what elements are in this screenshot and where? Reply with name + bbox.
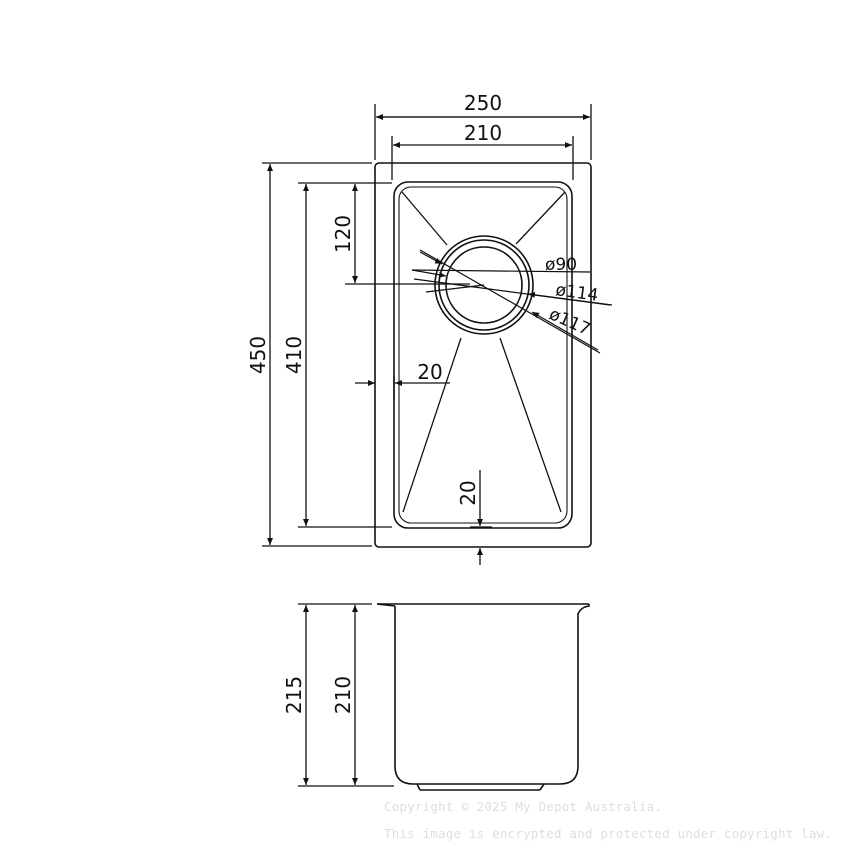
- diameter-label-114: ø114: [554, 280, 599, 306]
- waste-ring-117: [434, 235, 534, 335]
- copyright-watermark: Copyright © 2025 My Depot Australia.: [384, 799, 663, 814]
- diameter-label-90: ø90: [545, 255, 577, 275]
- dim-label-215: 215: [282, 676, 306, 714]
- dim-line-450: [262, 162, 372, 547]
- dim-label-120: 120: [331, 215, 355, 253]
- diameter-label-117: ø117: [546, 304, 593, 340]
- sink-inner-bowl: [393, 181, 573, 529]
- dim-line-bottom-20: [470, 470, 492, 565]
- sink-base-panel: [398, 186, 568, 524]
- sink-outer-rim: [374, 162, 592, 548]
- dim-label-bottom-20: 20: [456, 480, 480, 505]
- dim-label-250: 250: [464, 91, 502, 115]
- copyright-notice-watermark: This image is encrypted and protected un…: [384, 826, 833, 841]
- dim-label-410: 410: [282, 336, 306, 374]
- dim-label-side-20: 20: [417, 360, 442, 384]
- waste-ring-90: [445, 246, 523, 324]
- dim-label-side-210: 210: [331, 676, 355, 714]
- sink-side-profile: [376, 603, 590, 791]
- dim-line-side-20: [355, 375, 450, 400]
- drainage-fold-lines: [401, 191, 566, 513]
- dim-line-410: [298, 182, 392, 528]
- dim-label-210: 210: [464, 121, 502, 145]
- dim-line-210: [391, 136, 574, 180]
- dim-label-450: 450: [246, 336, 270, 374]
- waste-ring-114: [438, 239, 530, 331]
- dim-line-215: [298, 603, 394, 787]
